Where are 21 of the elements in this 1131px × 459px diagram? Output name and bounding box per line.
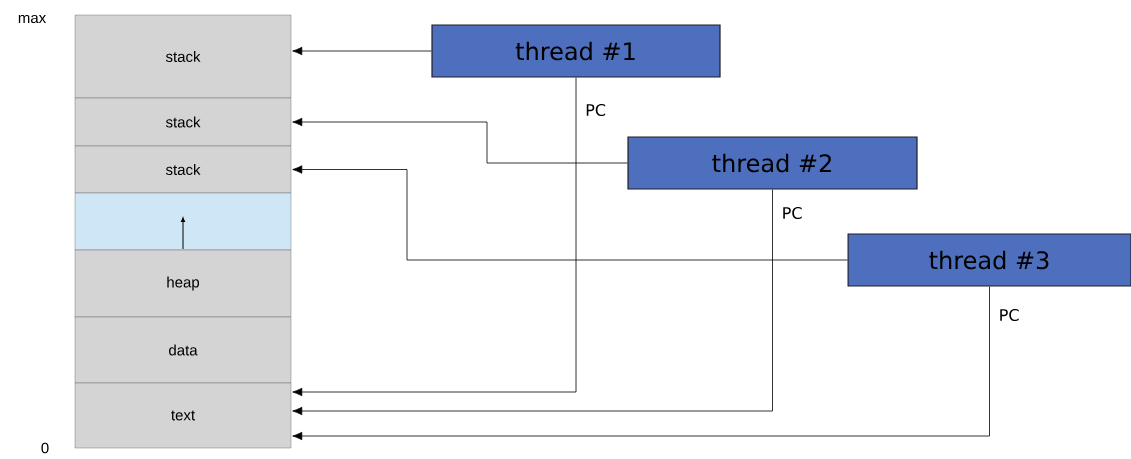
edge-label: PC [997, 307, 1021, 323]
thread-box: thread #2 [627, 136, 918, 190]
edge-label: PC [584, 102, 608, 118]
axis-label: max [18, 14, 46, 24]
arrow [292, 77, 577, 397]
memory-segment: text [74, 382, 292, 449]
arrow [292, 117, 628, 164]
arrow [292, 46, 432, 56]
edge-label: PC [780, 205, 804, 221]
arrow [292, 165, 848, 261]
axis-label: 0 [41, 442, 49, 454]
memory-segment: stack [74, 97, 292, 147]
thread-box: thread #3 [847, 233, 1131, 287]
empty-band [74, 192, 292, 251]
memory-segment: heap [74, 249, 292, 318]
thread-box: thread #1 [431, 24, 721, 78]
arrow [292, 189, 773, 416]
memory-segment: stack [74, 14, 292, 99]
arrow [292, 286, 990, 441]
memory-segment: stack [74, 145, 292, 194]
memory-segment: data [74, 316, 292, 384]
